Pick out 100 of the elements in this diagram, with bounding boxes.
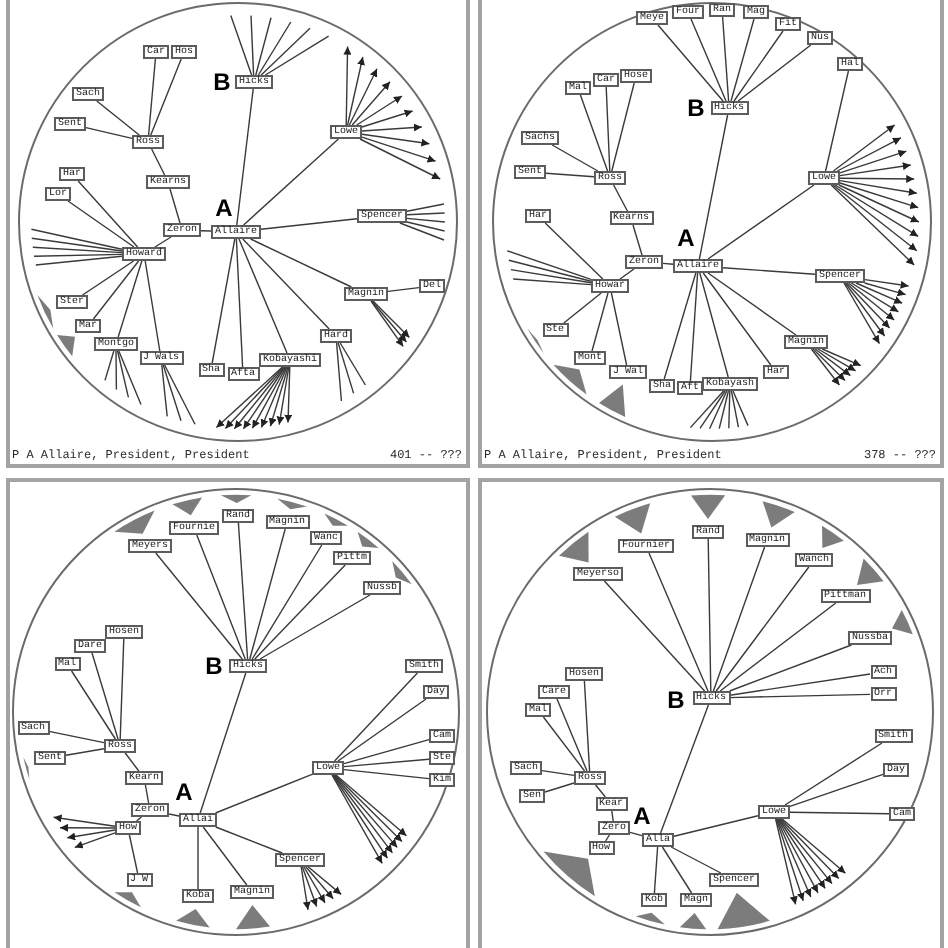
- tree-branch-line: [268, 366, 289, 427]
- tree-branch-line: [117, 260, 143, 338]
- tree-branch-line: [163, 364, 196, 425]
- tree-branch-line: [202, 826, 248, 886]
- tree-branch-line: [707, 272, 797, 336]
- tree-branch-line: [124, 752, 140, 772]
- tree-branch-line: [135, 816, 143, 822]
- tree-branch-line: [85, 126, 133, 140]
- tree-branch-line: [150, 58, 182, 136]
- tree-branch-line: [300, 866, 311, 911]
- tree-branch-line: [399, 222, 445, 241]
- tree-branch-line: [591, 292, 609, 352]
- tree-branch-line: [387, 286, 420, 293]
- tree-branch-line: [59, 823, 116, 832]
- tree-branch-line: [583, 680, 591, 772]
- tree-branch-line: [343, 45, 352, 126]
- tree-branch-line: [839, 149, 908, 174]
- tree-branch-line: [196, 534, 246, 660]
- tree-branch-line: [406, 203, 445, 212]
- tree-branch-line: [343, 758, 430, 768]
- tree-branch-line: [836, 137, 902, 172]
- tree-branch-line: [242, 366, 286, 430]
- tree-branch-line: [699, 272, 729, 378]
- tree-branch-line: [689, 272, 699, 382]
- tree-branch-line: [260, 27, 311, 76]
- tree-branch-line: [657, 24, 724, 102]
- tree-branch-line: [663, 272, 697, 380]
- tree-branch-line: [670, 846, 722, 874]
- tree-branch-line: [510, 268, 592, 284]
- tree-branch-line: [863, 282, 907, 297]
- tree-branch-line: [733, 30, 784, 102]
- tree-branch-line: [147, 58, 157, 136]
- letter-label: B: [667, 688, 685, 712]
- tree-branch-line: [33, 253, 123, 257]
- tree-branch-line: [337, 342, 355, 395]
- tree-branch-line: [356, 95, 403, 126]
- tree-branch-line: [305, 866, 334, 900]
- tree-branch-line: [619, 268, 635, 280]
- tree-branch-line: [52, 814, 116, 827]
- tree-branch-line: [659, 704, 710, 834]
- letter-label: A: [677, 226, 695, 250]
- tree-branch-line: [845, 282, 891, 329]
- tree-branch-line: [732, 390, 749, 427]
- tree-branch-line: [214, 773, 313, 814]
- tree-branch-line: [48, 730, 105, 744]
- tree-branch-line: [67, 200, 135, 248]
- tree-branch-line: [541, 769, 575, 777]
- tree-branch-line: [264, 35, 330, 76]
- tree-branch-line: [730, 18, 755, 102]
- tree-branch-line: [730, 390, 740, 428]
- tree-branch-line: [351, 81, 391, 126]
- tree-branch-line: [343, 738, 430, 765]
- tree-branch-line: [611, 810, 614, 822]
- tree-branch-line: [774, 818, 798, 906]
- tree-branch-line: [698, 114, 729, 260]
- tree-branch-line: [718, 390, 730, 430]
- tree-branch-line: [249, 238, 353, 288]
- tree-branch-line: [92, 260, 140, 320]
- tree-branch-line: [77, 180, 139, 248]
- tree-branch-line: [708, 390, 728, 430]
- tree-branch-line: [116, 350, 130, 399]
- tree-branch-line: [251, 366, 287, 429]
- letter-label: A: [175, 780, 193, 804]
- tree-branch-line: [673, 815, 759, 837]
- tree-branch-line: [406, 221, 446, 232]
- tree-branch-line: [259, 594, 371, 660]
- tree-branch-line: [611, 82, 635, 172]
- tree-branch-line: [702, 272, 772, 366]
- tree-branch-line: [512, 278, 592, 286]
- tree-branch-line: [199, 672, 247, 814]
- tree-branch-line: [361, 109, 414, 128]
- tree-branch-line: [335, 342, 343, 402]
- tree-branch-line: [545, 172, 595, 178]
- letter-label: A: [633, 804, 651, 828]
- tree-branch-line: [169, 188, 181, 224]
- tree-branch-line: [224, 366, 285, 430]
- tree-branch-line: [715, 566, 810, 692]
- tree-branch-line: [610, 292, 628, 366]
- tree-branch-line: [337, 698, 427, 762]
- tree-branch-line: [544, 782, 575, 793]
- tree-branch-line: [603, 580, 706, 692]
- tree-branch-line: [776, 818, 812, 898]
- tree-branch-line: [70, 670, 117, 740]
- tree-branch-line: [260, 218, 358, 230]
- letter-label: B: [205, 654, 223, 678]
- tree-branch-line: [839, 179, 918, 196]
- tree-branch-line: [200, 230, 212, 232]
- tree-branch-line: [361, 133, 431, 147]
- tree-branch-line: [817, 348, 857, 372]
- tree-branch-line: [838, 184, 920, 223]
- tree-branch-line: [30, 228, 123, 250]
- tree-branch-line: [839, 182, 919, 209]
- tree-branch-line: [81, 260, 135, 296]
- tree-branch-line: [361, 123, 423, 132]
- tree-branch-line: [237, 522, 249, 660]
- tree-branch-line: [707, 538, 712, 692]
- tree-branch-line: [661, 846, 693, 894]
- tree-branch-line: [699, 390, 726, 430]
- tree-branch-line: [844, 282, 886, 337]
- tree-branch-line: [821, 348, 862, 367]
